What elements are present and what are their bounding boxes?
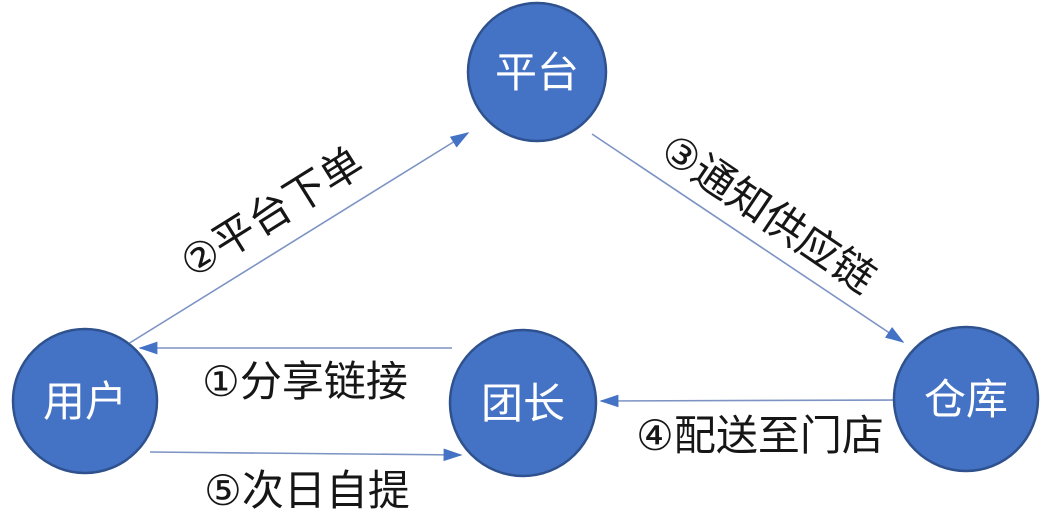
node-user	[11, 327, 159, 475]
edge-next-day-pickup-line	[149, 448, 463, 462]
edge-notify-supply-chain-line	[591, 133, 905, 343]
edge-share-link-label: ①分享链接	[202, 358, 408, 405]
node-platform	[466, 1, 608, 143]
node-warehouse-label: 仓库	[924, 376, 1008, 423]
node-leader-label: 团长	[481, 380, 565, 427]
edge-platform-order-line	[127, 132, 470, 345]
edge-deliver-to-store-label: ④配送至门店	[636, 412, 884, 459]
node-warehouse	[892, 325, 1040, 473]
edge-platform-order-label: ②平台下单	[172, 138, 371, 287]
edge-deliver-to-store-line	[599, 394, 897, 408]
node-leader	[448, 328, 598, 478]
edge-next-day-pickup-label: ⑤次日自提	[204, 467, 410, 514]
node-user-label: 用户	[43, 378, 127, 425]
node-platform-label: 平台	[495, 49, 579, 96]
edge-notify-supply-chain-label: ③通知供应链	[652, 125, 884, 302]
